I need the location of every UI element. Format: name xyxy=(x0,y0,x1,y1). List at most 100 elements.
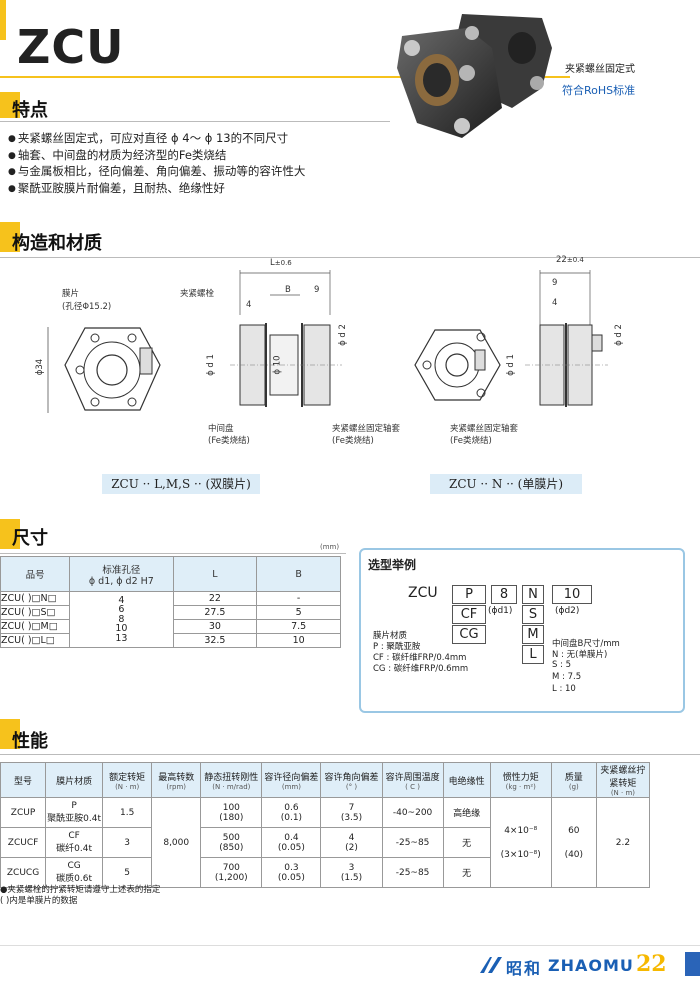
stiff-value: 500 xyxy=(222,832,240,843)
col-header-bore-sub: ϕ d1, ϕ d2 H7 xyxy=(88,575,154,587)
col-title: 容许径向偏差 xyxy=(264,772,319,783)
stiff-value: 700 xyxy=(222,862,240,873)
radial-value-single: (0.05) xyxy=(277,872,305,883)
feature-item: 夹紧螺丝固定式，可应对直径 ϕ 4～ ϕ 13的不同尺寸 xyxy=(8,131,305,148)
dim-4-single: 4 xyxy=(552,298,558,308)
col-header: 容许周围温度( C ) xyxy=(381,762,444,798)
dim-9-single: 9 xyxy=(552,278,558,288)
angular-value: 3 xyxy=(348,862,355,873)
code-box-CG: CG xyxy=(452,625,486,644)
radial-cell: 0.4(0.05) xyxy=(261,827,322,858)
col-header: 质量(g) xyxy=(550,762,597,798)
size-box-N: N xyxy=(522,585,544,604)
stiff-cell: 700(1,200) xyxy=(200,857,263,888)
dimensions-heading: 尺寸 xyxy=(12,528,48,549)
col-title: 额定转矩 xyxy=(109,772,146,783)
feature-item: 轴套、中间盘的材质为经济型的Fe类烧结 xyxy=(8,148,305,165)
selection-panel xyxy=(359,548,685,713)
B-cell: - xyxy=(256,591,341,606)
temp-cell: -40~200 xyxy=(381,797,444,828)
col-header: 夹紧螺丝拧紧转矩(N · m) xyxy=(595,762,651,798)
header-accent xyxy=(0,0,6,40)
b-title: 中间盘B尺寸/mm xyxy=(552,639,620,649)
dimensions-unit: (mm) xyxy=(320,543,340,551)
dim-22-tol: ±0.4 xyxy=(566,256,584,264)
footer-tab xyxy=(685,952,700,976)
mat-item: P : 聚酰亚胺 xyxy=(373,642,421,652)
angular-value-single: (1.5) xyxy=(340,872,363,883)
B-cell: 7.5 xyxy=(256,619,341,634)
brand-en: ZHAOMU xyxy=(548,956,634,975)
col-header: 品号 xyxy=(0,556,71,592)
angular-cell: 7(3.5) xyxy=(320,797,383,828)
dim-B: B xyxy=(285,285,291,295)
model-cell: ZCU( )□S□ xyxy=(0,605,71,620)
col-unit: (g) xyxy=(568,782,579,791)
label-hub-mat: (Fe类烧结) xyxy=(332,436,374,446)
mass-cell: 60(40) xyxy=(550,797,597,888)
caption-double: ZCU ·· L,M,S ·· (双膜片) xyxy=(102,474,260,494)
b-item: S : 5 xyxy=(552,660,572,670)
footer-rule xyxy=(0,945,700,946)
B-cell: 10 xyxy=(256,633,341,648)
label-hub-single: 夹紧螺丝固定轴套 xyxy=(450,424,519,434)
dim-d1-single: ϕ d 1 xyxy=(505,354,516,376)
dim-phi10: ϕ 10 xyxy=(272,355,283,375)
col-title: 静态扭转刚性 xyxy=(204,772,259,783)
code-box-8: 8 xyxy=(491,585,517,604)
drawing-side-single xyxy=(525,270,608,407)
drawing-front-single xyxy=(414,329,501,401)
mat-desc: 碳纤0.4t xyxy=(56,844,93,854)
radial-value: 0.3 xyxy=(284,862,299,873)
angular-value-single: (3.5) xyxy=(340,812,363,823)
performance-tab xyxy=(0,719,20,749)
code-box-P: P xyxy=(452,585,486,604)
col-title: 最高转数 xyxy=(158,772,195,783)
dim-22-value: 22 xyxy=(556,255,567,265)
L-cell: 22 xyxy=(172,591,258,606)
radial-cell: 0.3(0.05) xyxy=(261,857,322,888)
col-header: 型号 xyxy=(0,762,47,798)
features-rule xyxy=(0,121,390,122)
product-photo xyxy=(397,14,552,138)
col-unit: (kg · m²) xyxy=(505,782,536,791)
radial-cell: 0.6(0.1) xyxy=(261,797,322,828)
inertia-value: 4×10⁻⁸ xyxy=(504,825,538,836)
dim-d2-single: ϕ d 2 xyxy=(613,324,624,346)
radial-value-single: (0.1) xyxy=(280,812,303,823)
col-unit: ( C ) xyxy=(405,782,420,791)
code-box-CF: CF xyxy=(452,605,486,624)
angular-cell: 4(2) xyxy=(320,827,383,858)
col-title: 惯性力矩 xyxy=(502,772,539,783)
structure-rule xyxy=(0,257,700,258)
drawing-front-double xyxy=(47,327,161,413)
material-cell: CG 碳质0.6t xyxy=(45,857,104,888)
col-header: 最高转数(rpm) xyxy=(151,762,202,798)
insulation-cell: 无 xyxy=(442,827,491,858)
mat-desc: 碳质0.6t xyxy=(56,874,93,884)
model-cell: ZCUCG xyxy=(0,857,47,888)
dim-22: 22±0.4 xyxy=(556,255,584,265)
size-box-M: M xyxy=(522,625,544,644)
label-bolt: 夹紧螺栓 xyxy=(180,289,215,299)
mat-code: CG xyxy=(67,861,81,871)
feature-item: 聚酰亚胺膜片耐偏差，且耐热、绝缘性好 xyxy=(8,181,305,198)
mat-item: CG : 碳纤维FRP/0.6mm xyxy=(373,664,469,674)
col-header: 额定转矩(N · m) xyxy=(102,762,153,798)
mat-item: CF : 碳纤维FRP/0.4mm xyxy=(373,653,467,663)
label-membrane: 膜片 xyxy=(62,289,80,299)
stiff-value-single: (850) xyxy=(219,842,244,853)
col-title: 型号 xyxy=(14,776,33,787)
rohs-label: 符合RoHS标准 xyxy=(562,84,636,97)
size-box-S: S xyxy=(522,605,544,624)
torque-cell: 3 xyxy=(102,827,153,858)
label-mid: 中间盘 xyxy=(208,424,234,434)
bore-value: 13 xyxy=(115,632,128,644)
performance-note: ●夹紧螺栓的拧紧转矩请遵守上述表的指定 xyxy=(0,885,161,895)
model-cell: ZCUP xyxy=(0,797,47,828)
